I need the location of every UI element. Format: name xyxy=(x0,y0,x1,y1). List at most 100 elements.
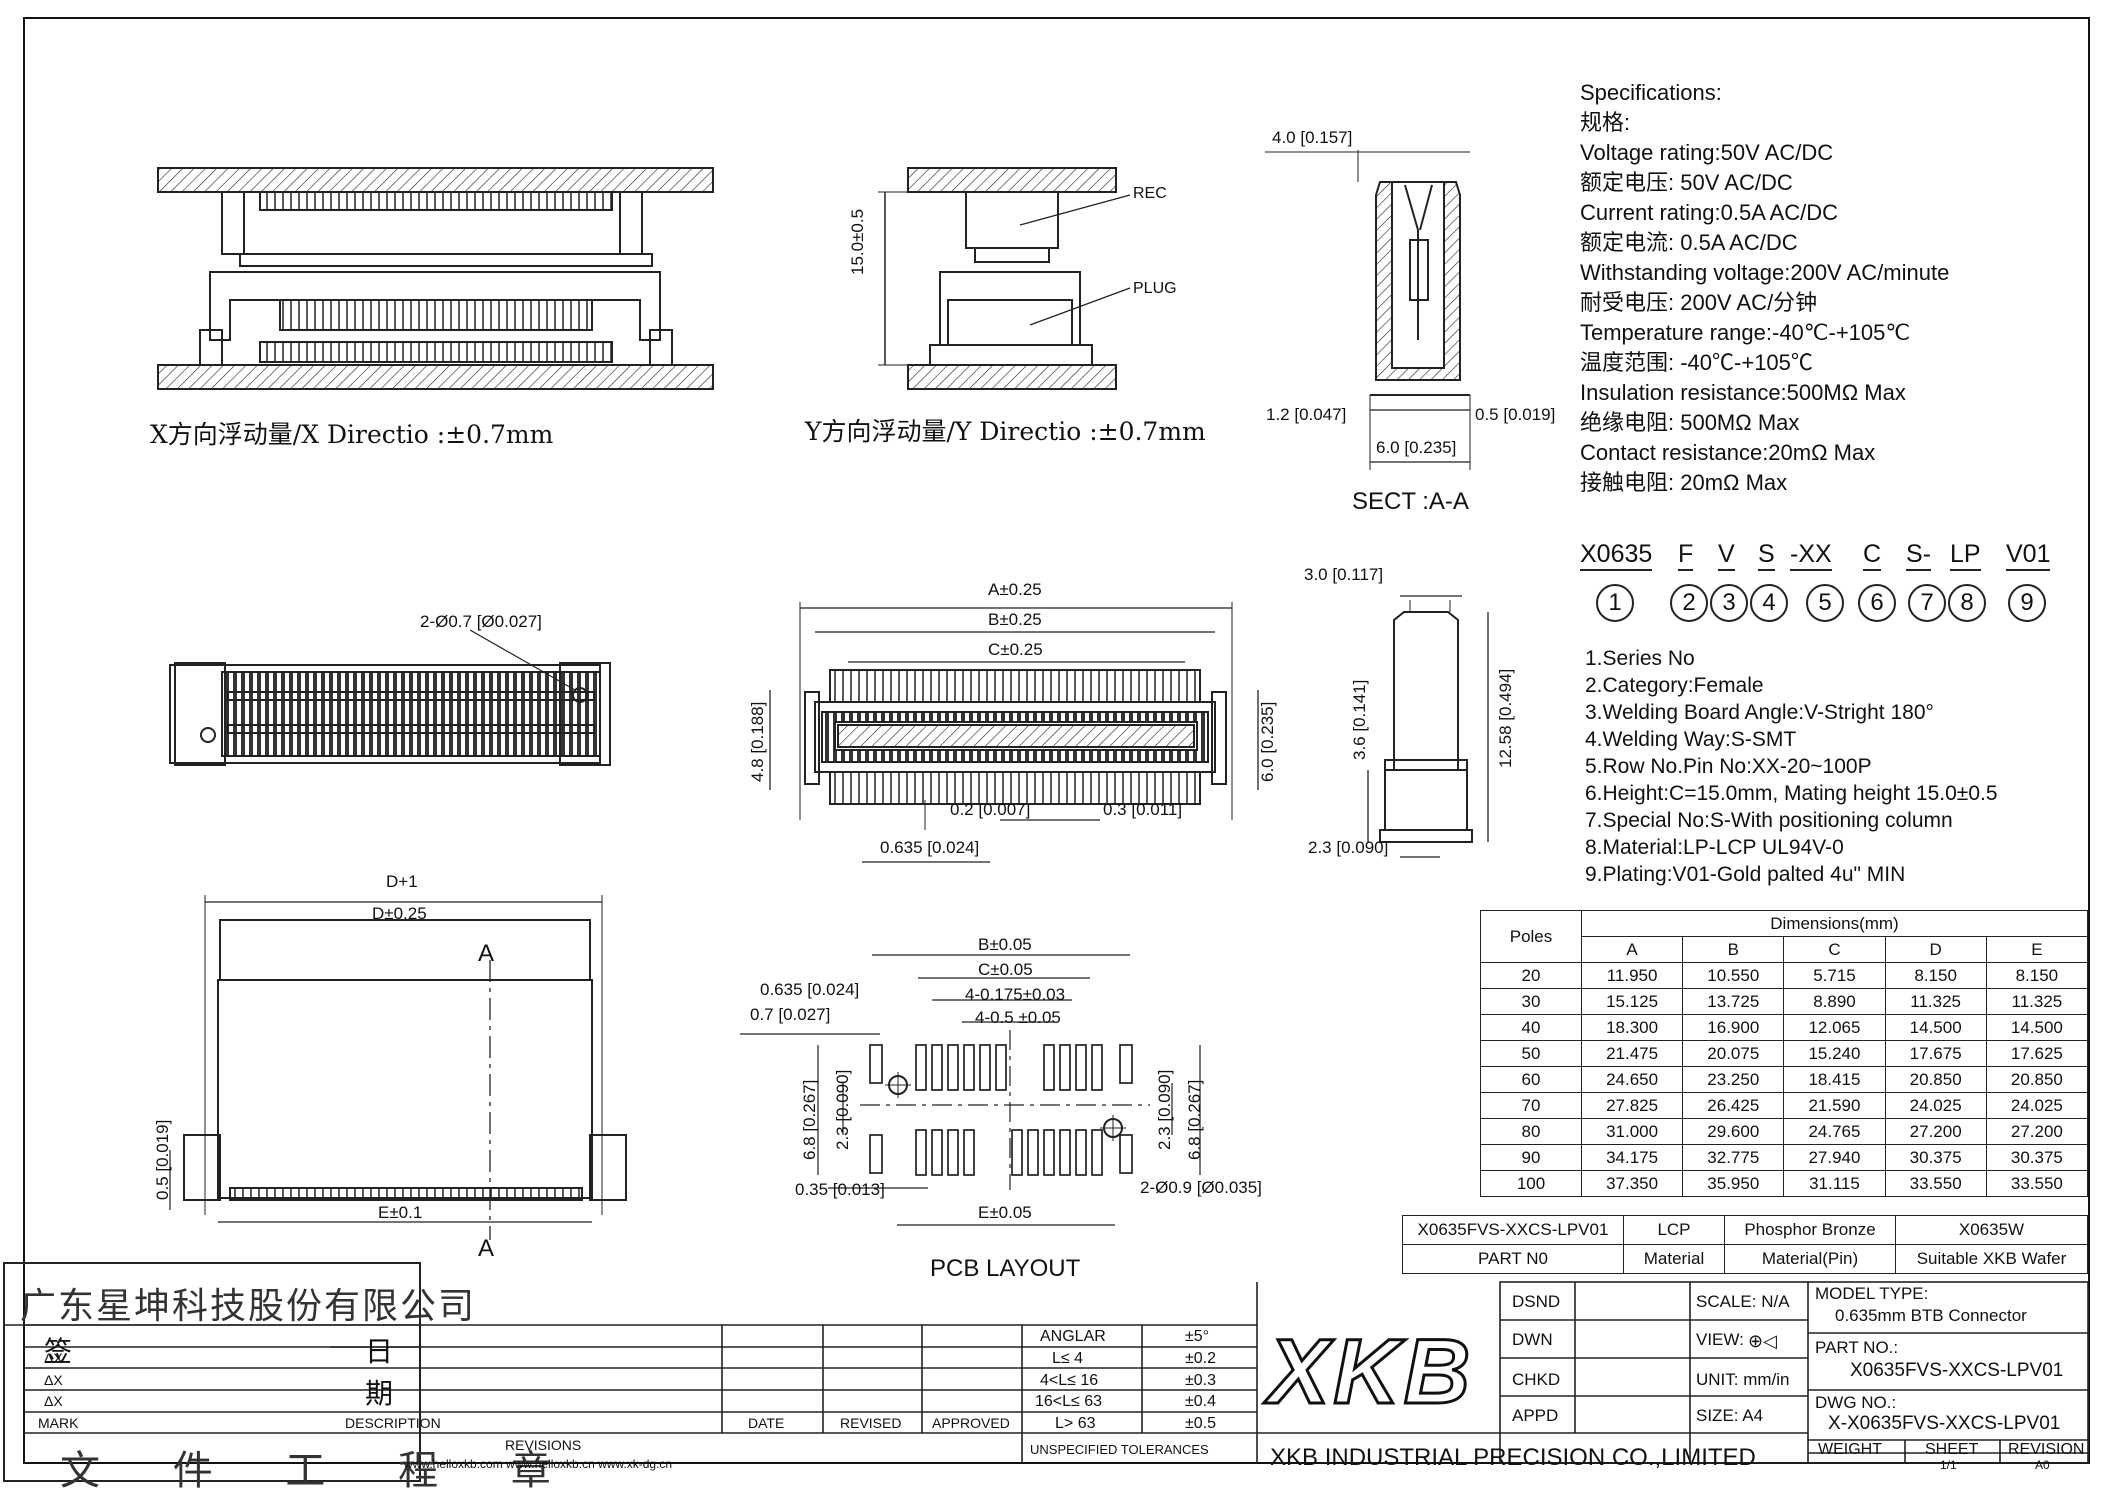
tol-range: L≤ 4 xyxy=(1052,1350,1084,1367)
pcb-dim-e: E±0.05 xyxy=(978,1203,1032,1222)
engineering-stamp: 文 件 工 程 章 xyxy=(60,1448,581,1494)
cell: 18.300 xyxy=(1580,1014,1684,1041)
cell: 21.475 xyxy=(1580,1040,1684,1067)
rec-label: REC xyxy=(1133,185,1167,202)
code-number: 8 xyxy=(1948,584,1986,622)
cell: 70 xyxy=(1480,1092,1582,1119)
tol-value: ±0.2 xyxy=(1185,1350,1217,1367)
pcb-hole-dim: 2-Ø0.9 [Ø0.035] xyxy=(1140,1178,1262,1197)
cell: 60 xyxy=(1480,1066,1582,1093)
rev-mark: ΔX xyxy=(44,1393,63,1409)
x-direction-view xyxy=(157,167,714,390)
side-view xyxy=(1367,595,1489,858)
dim-6-0: 6.0 [0.235] xyxy=(1258,701,1277,782)
cell: 35.950 xyxy=(1682,1170,1785,1197)
dim-e: E±0.1 xyxy=(378,1203,423,1222)
tol-angle-value: ±5° xyxy=(1185,1328,1210,1345)
height-dim: 15.0±0.5 xyxy=(848,208,867,275)
model-type-value: 0.635mm BTB Connector xyxy=(1835,1306,2027,1325)
dim-0-635: 0.635 [0.024] xyxy=(880,838,980,857)
top-view-receptacle xyxy=(169,629,611,766)
dwn-label: DWN xyxy=(1512,1330,1553,1349)
pcb-dim-0-35: 0.35 [0.013] xyxy=(795,1180,885,1199)
cell: 90 xyxy=(1480,1144,1582,1171)
part-number-label: PART N0 xyxy=(1402,1244,1624,1274)
spec-line: 温度范围: -40℃-+105℃ xyxy=(1580,350,1813,375)
rev-mark: ΔX xyxy=(44,1350,63,1366)
sign-label: 签 xyxy=(44,1335,73,1368)
spec-line: 额定电流: 0.5A AC/DC xyxy=(1580,230,1798,255)
mark-header: MARK xyxy=(38,1415,79,1431)
legend-line: 2.Category:Female xyxy=(1585,674,1764,697)
spec-line: 规格: xyxy=(1580,110,1631,135)
cell: 8.890 xyxy=(1783,988,1886,1015)
code-segment: X0635 xyxy=(1580,540,1653,571)
spec-line: Contact resistance:20mΩ Max xyxy=(1580,440,1876,465)
pcb-dim-0-7: 0.7 [0.027] xyxy=(750,1005,831,1024)
code-number: 1 xyxy=(1596,584,1634,622)
cell: 16.900 xyxy=(1682,1014,1785,1041)
wafer-value: X0635W xyxy=(1895,1215,2088,1245)
dwg-no-value: X-X0635FVS-XXCS-LPV01 xyxy=(1828,1413,2061,1434)
cell: 10.550 xyxy=(1682,962,1785,989)
dim-0-3: 0.3 [0.011] xyxy=(1103,800,1183,819)
part-code-legend: 1.Series No 2.Category:Female 3.Welding … xyxy=(1585,645,1998,888)
view-label: VIEW: xyxy=(1696,1330,1744,1349)
spec-line: Current rating:0.5A AC/DC xyxy=(1580,200,1839,225)
cell: 23.250 xyxy=(1682,1066,1785,1093)
spec-line: 耐受电压: 200V AC/分钟 xyxy=(1580,290,1818,315)
section-title: SECT :A-A xyxy=(1352,488,1469,515)
x-direction-label: X方向浮动量/X Directio :±0.7mm xyxy=(150,420,554,449)
cell: 31.115 xyxy=(1783,1170,1886,1197)
dim-d-plus-1: D+1 xyxy=(386,872,418,891)
date-header: DATE xyxy=(748,1415,785,1431)
y-direction-view xyxy=(878,167,1131,390)
cell: 24.765 xyxy=(1783,1118,1886,1145)
code-number: 3 xyxy=(1710,584,1748,622)
cell: 26.425 xyxy=(1682,1092,1785,1119)
tol-angle-label: ANGLAR xyxy=(1040,1328,1106,1345)
col-header: C xyxy=(1783,936,1886,963)
spec-line: Voltage rating:50V AC/DC xyxy=(1580,140,1834,165)
code-number: 6 xyxy=(1858,584,1896,622)
cell: 80 xyxy=(1480,1118,1582,1145)
code-segment: F xyxy=(1678,540,1694,571)
dim-c: C±0.25 xyxy=(988,640,1043,659)
wafer-label: Suitable XKB Wafer xyxy=(1895,1244,2088,1274)
poles-header: Poles xyxy=(1480,910,1582,963)
dim-0-5: 0.5 [0.019] xyxy=(153,1119,172,1200)
col-header: B xyxy=(1682,936,1785,963)
spec-line: 绝缘电阻: 500MΩ Max xyxy=(1580,410,1800,435)
code-segment: V xyxy=(1718,540,1735,571)
code-segment: LP xyxy=(1950,540,1981,571)
cell: 18.415 xyxy=(1783,1066,1886,1093)
cell: 20.850 xyxy=(1884,1066,1987,1093)
plug-label: PLUG xyxy=(1133,280,1177,297)
date-label-2: 期 xyxy=(365,1377,394,1410)
revised-header: REVISED xyxy=(840,1415,902,1431)
size-label: SIZE: A4 xyxy=(1696,1406,1764,1425)
cell: 20.075 xyxy=(1682,1040,1785,1067)
code-number: 5 xyxy=(1806,584,1844,622)
cell: 8.150 xyxy=(1884,962,1987,989)
cell: 33.550 xyxy=(1985,1170,2089,1197)
specifications: Specifications: 规格: Voltage rating:50V A… xyxy=(1580,78,1949,498)
code-segment: V01 xyxy=(2006,540,2051,571)
side-top-dim: 3.0 [0.117] xyxy=(1304,565,1384,584)
pin-material-label: Material(Pin) xyxy=(1724,1244,1896,1274)
pcb-layout xyxy=(740,954,1201,1226)
cell: 24.650 xyxy=(1580,1066,1684,1093)
company-name-en: XKB INDUSTRIAL PRECISION CO.,LIMITED xyxy=(1270,1444,1756,1471)
cell: 30.375 xyxy=(1884,1144,1987,1171)
top-view-plug xyxy=(769,602,1259,863)
code-segment: S- xyxy=(1906,540,1931,571)
tol-value: ±0.5 xyxy=(1185,1415,1217,1432)
pcb-layout-title: PCB LAYOUT xyxy=(930,1255,1081,1282)
company-name-cn: 广东星坤科技股份有限公司 xyxy=(20,1286,477,1327)
